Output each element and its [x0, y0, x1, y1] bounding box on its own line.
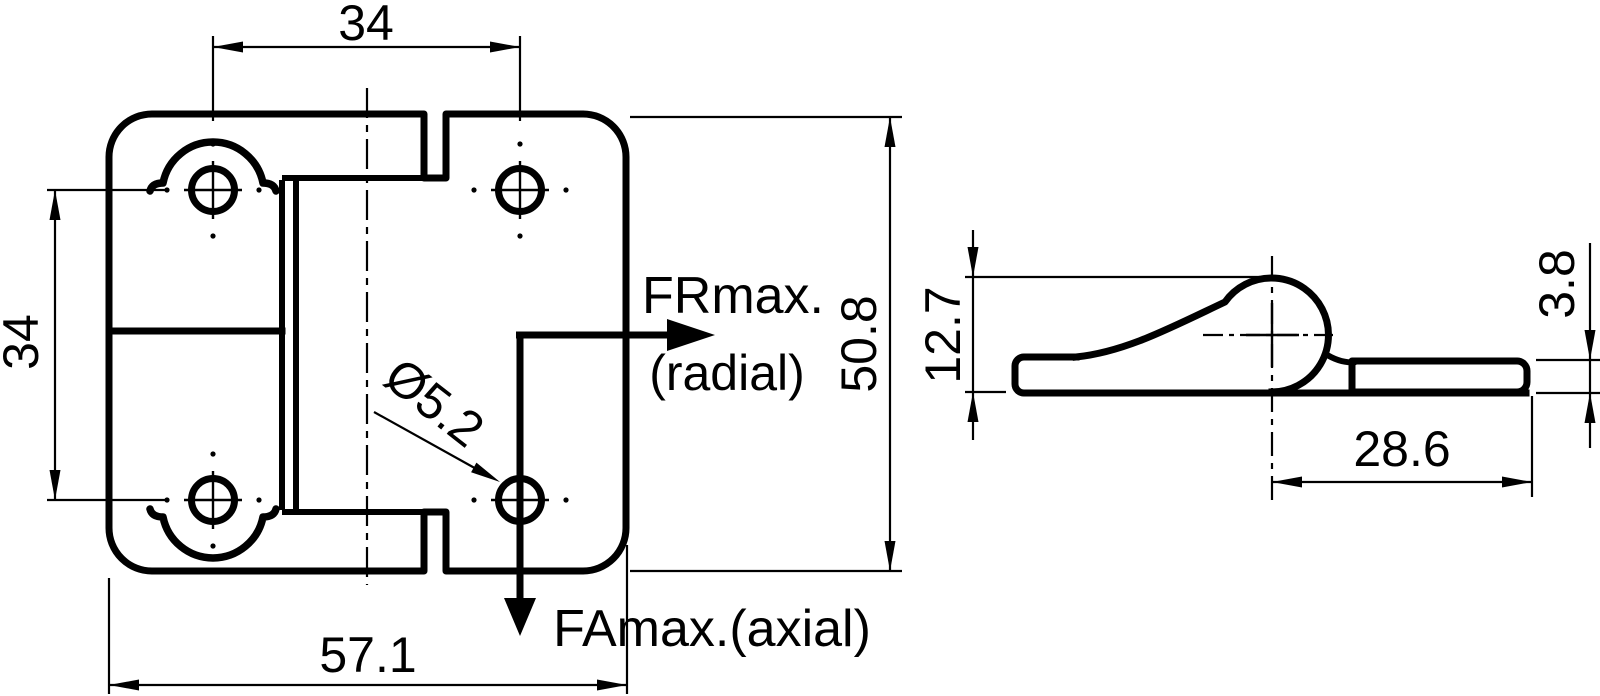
dim-leaf-length: 28.6 — [1272, 396, 1534, 497]
dim-overall-height: 50.8 — [630, 115, 902, 573]
dim-overall-height-label: 50.8 — [831, 295, 887, 392]
dim-side-height: 12.7 — [915, 230, 1260, 440]
dim-leaf-thickness: 3.8 — [1529, 243, 1600, 448]
hole-diameter-label: Ø5.2 — [375, 347, 495, 458]
front-view: 34 34 57.1 50.8 — [0, 0, 902, 694]
side-right-leaf — [1348, 357, 1531, 396]
force-arrows: FRmax. (radial) FAmax.(axial) — [504, 267, 871, 658]
radial-force-arrowhead — [667, 319, 715, 351]
dim-leaf-length-label: 28.6 — [1353, 421, 1450, 477]
dim-side-height-label: 12.7 — [915, 286, 971, 383]
dim-hole-pitch-horizontal-label: 34 — [338, 0, 394, 51]
spring-arc-bottom — [146, 505, 280, 562]
axial-force-label: FAmax.(axial) — [553, 600, 871, 658]
dim-hole-pitch-vertical-label: 34 — [0, 314, 49, 370]
dim-hole-pitch-horizontal: 34 — [211, 0, 522, 121]
dim-overall-width: 57.1 — [107, 545, 629, 694]
axial-force-arrowhead — [504, 598, 536, 636]
hole-bottom-left — [164, 451, 262, 549]
radial-force-label: FRmax. — [642, 267, 824, 325]
dim-overall-width-label: 57.1 — [319, 627, 416, 683]
callout-hole-diameter: Ø5.2 — [373, 347, 500, 482]
side-view: 12.7 3.8 28.6 — [915, 230, 1600, 500]
radial-force-note: (radial) — [649, 345, 805, 401]
front-outline — [105, 110, 630, 575]
dim-hole-pitch-vertical: 34 — [0, 188, 167, 502]
hole-top-left — [164, 141, 262, 239]
hole-top-right — [471, 141, 569, 239]
side-knuckle-outline — [1072, 274, 1332, 396]
dim-leaf-thickness-label: 3.8 — [1529, 249, 1585, 319]
side-base-outline — [1011, 353, 1530, 397]
